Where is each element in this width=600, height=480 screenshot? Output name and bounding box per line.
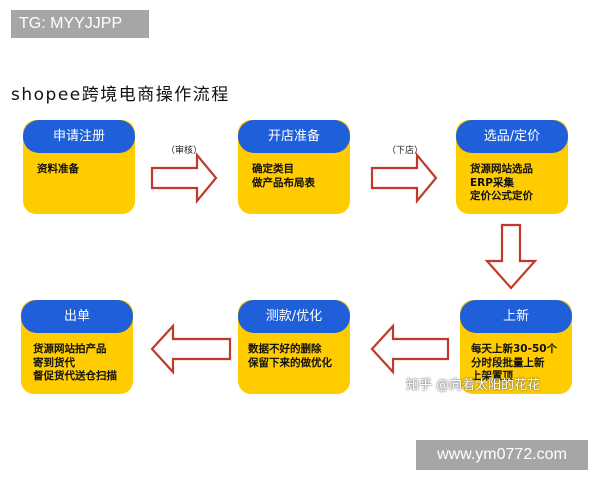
step-line: 资料准备 [37, 163, 79, 175]
step-line: ERP采集 [470, 176, 514, 189]
step-order: 出单 货源网站拍产品 寄到货代 督促货代送仓扫描 [21, 300, 133, 394]
step-title: 选品/定价 [456, 120, 568, 153]
arrow-down [484, 223, 538, 290]
step-line: 做产品布局表 [252, 176, 315, 189]
step-line: 定价公式定价 [470, 190, 533, 202]
step-title: 申请注册 [23, 120, 135, 153]
step-apply-register: 申请注册 资料准备 [23, 120, 135, 214]
step-new-listing: 上新 每天上新30-50个 分时段批量上新 上架置顶 [460, 300, 572, 394]
step-title: 测款/优化 [238, 300, 350, 333]
step-line: 货源网站选品 [470, 163, 533, 175]
step-line: 确定类目 [252, 163, 294, 175]
step-body: 货源网站拍产品 寄到货代 督促货代送仓扫描 [33, 343, 129, 384]
step-body: 货源网站选品 ERP采集 定价公式定价 [470, 163, 564, 204]
step-line: 督促货代送仓扫描 [33, 370, 117, 382]
arrow-right-1 [150, 151, 218, 205]
step-line: 分时段批量上新 [471, 356, 545, 369]
arrow-right-2 [370, 151, 438, 205]
step-body: 数据不好的删除 保留下来的做优化 [248, 343, 346, 370]
step-store-prep: 开店准备 确定类目 做产品布局表 [238, 120, 350, 214]
step-title: 开店准备 [238, 120, 350, 153]
step-line: 寄到货代 [33, 356, 75, 369]
step-test-optimize: 测款/优化 数据不好的删除 保留下来的做优化 [238, 300, 350, 394]
step-body: 确定类目 做产品布局表 [252, 163, 346, 190]
watermark: 知乎 @向着太阳的花花 [406, 378, 541, 393]
step-line: 保留下来的做优化 [248, 356, 332, 369]
arrow-label-store: （下店） [387, 146, 424, 156]
step-line: 上架置顶 [471, 370, 513, 382]
step-body: 每天上新30-50个 分时段批量上新 上架置顶 [471, 343, 568, 384]
tg-badge: TG: MYYJJPP [11, 10, 149, 38]
step-line: 每天上新30-50个 [471, 343, 558, 355]
arrow-left-1 [370, 323, 450, 375]
step-line: 货源网站拍产品 [33, 343, 107, 355]
step-body: 资料准备 [37, 163, 131, 177]
step-select-price: 选品/定价 货源网站选品 ERP采集 定价公式定价 [456, 120, 568, 214]
site-badge: www.ym0772.com [416, 440, 588, 470]
arrow-label-review: （审核） [166, 146, 203, 156]
arrow-left-2 [150, 323, 232, 375]
page-title: shopee跨境电商操作流程 [11, 85, 230, 105]
step-title: 上新 [460, 300, 572, 333]
step-line: 数据不好的删除 [248, 343, 322, 355]
step-title: 出单 [21, 300, 133, 333]
